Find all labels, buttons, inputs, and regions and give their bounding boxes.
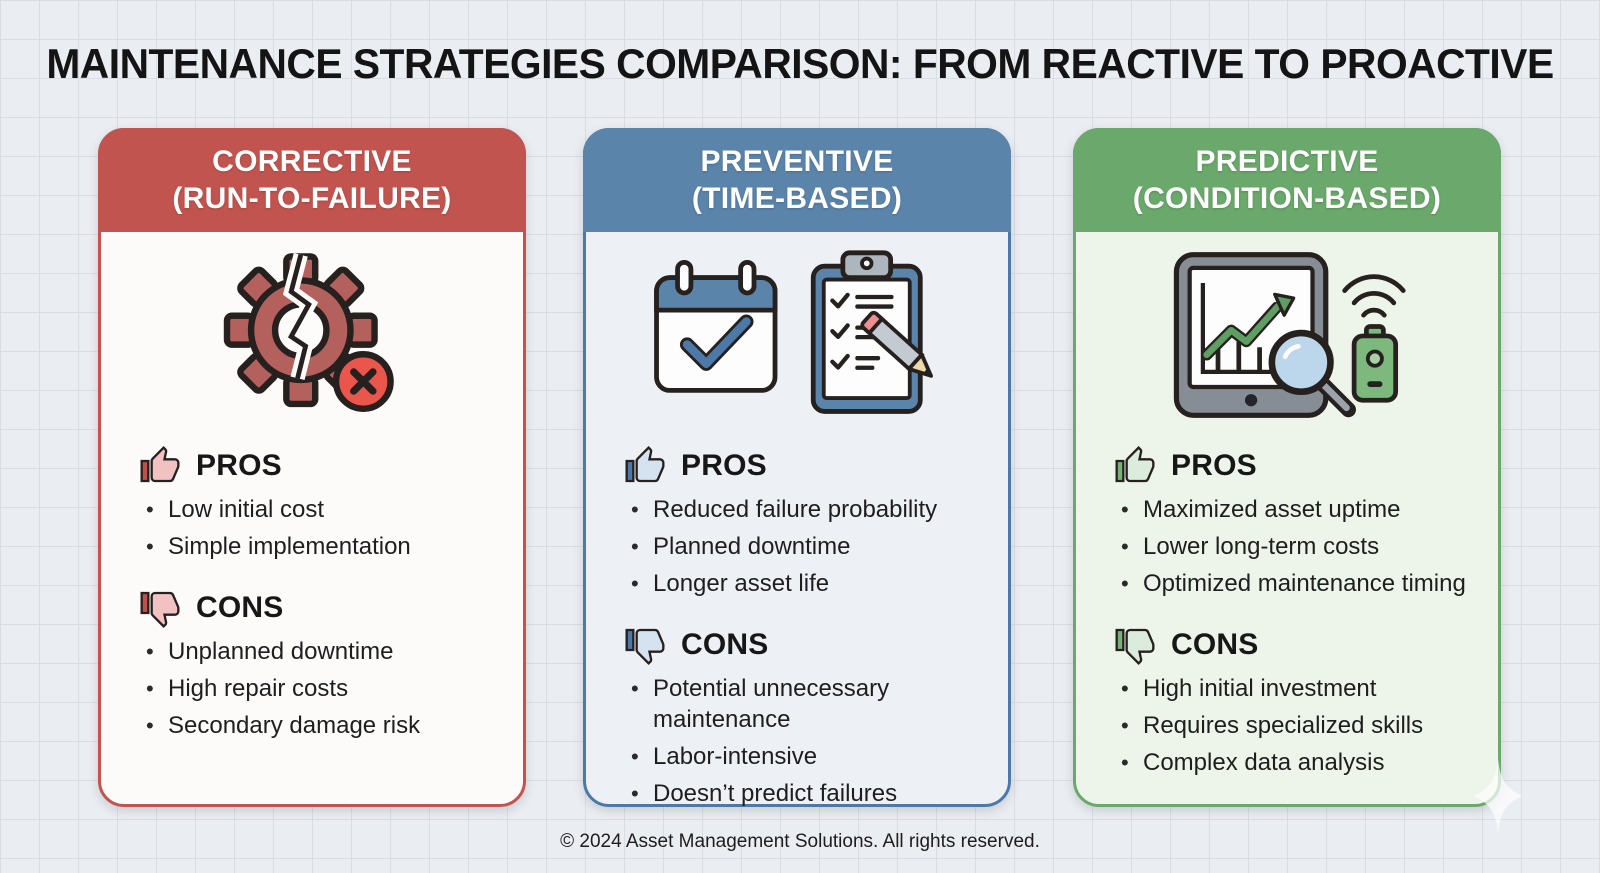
card-title-line1: PREDICTIVE bbox=[1195, 145, 1379, 178]
thumbs-up-icon bbox=[140, 446, 180, 483]
page-title: MAINTENANCE STRATEGIES COMPARISON: FROM … bbox=[46, 40, 1554, 87]
strategy-card-predictive: PREDICTIVE (CONDITION-BASED) bbox=[1073, 128, 1501, 807]
list-item: Labor-intensive bbox=[622, 741, 992, 772]
pros-label: PROS bbox=[681, 449, 767, 482]
strategy-card-preventive: PREVENTIVE (TIME-BASED) bbox=[583, 128, 1011, 809]
cons-label: CONS bbox=[1171, 628, 1259, 661]
list-item: High repair costs bbox=[137, 673, 507, 704]
calendar-checklist-icon bbox=[586, 246, 1008, 424]
sparkle-icon bbox=[1474, 758, 1522, 834]
strategy-card-corrective: CORRECTIVE (RUN-TO-FAILURE) bbox=[98, 128, 526, 807]
thumbs-down-icon bbox=[625, 628, 665, 665]
list-item: Planned downtime bbox=[622, 531, 992, 562]
card-title-line1: PREVENTIVE bbox=[700, 145, 894, 178]
thumbs-up-icon bbox=[625, 446, 665, 483]
cons-list: Unplanned downtime High repair costs Sec… bbox=[137, 636, 507, 741]
pros-label: PROS bbox=[1171, 449, 1257, 482]
list-item: Potential unnecessary maintenance bbox=[622, 673, 992, 735]
cons-section: CONS Potential unnecessary maintenance L… bbox=[586, 625, 1008, 809]
pros-list: Maximized asset uptime Lower long-term c… bbox=[1112, 494, 1482, 599]
broken-gear-icon bbox=[101, 246, 523, 424]
card-header: PREVENTIVE (TIME-BASED) bbox=[583, 128, 1011, 232]
pros-list: Reduced failure probability Planned down… bbox=[622, 494, 992, 599]
list-item: Unplanned downtime bbox=[137, 636, 507, 667]
card-header: CORRECTIVE (RUN-TO-FAILURE) bbox=[98, 128, 526, 232]
card-header: PREDICTIVE (CONDITION-BASED) bbox=[1073, 128, 1501, 232]
pros-label: PROS bbox=[196, 449, 282, 482]
card-title-line1: CORRECTIVE bbox=[212, 145, 412, 178]
pros-list: Low initial cost Simple implementation bbox=[137, 494, 507, 562]
thumbs-down-icon bbox=[140, 591, 180, 628]
pros-section: PROS Low initial cost Simple implementat… bbox=[101, 446, 523, 562]
card-title-line2: (RUN-TO-FAILURE) bbox=[172, 182, 452, 215]
pros-section: PROS Reduced failure probability Planned… bbox=[586, 446, 1008, 599]
footer-copyright: © 2024 Asset Management Solutions. All r… bbox=[560, 831, 1040, 852]
cons-list: Potential unnecessary maintenance Labor-… bbox=[622, 673, 992, 809]
pros-section: PROS Maximized asset uptime Lower long-t… bbox=[1076, 446, 1498, 599]
cons-label: CONS bbox=[196, 591, 284, 624]
list-item: Low initial cost bbox=[137, 494, 507, 525]
list-item: Reduced failure probability bbox=[622, 494, 992, 525]
list-item: Maximized asset uptime bbox=[1112, 494, 1482, 525]
list-item: High initial investment bbox=[1112, 673, 1482, 704]
list-item: Doesn’t predict failures bbox=[622, 778, 992, 809]
list-item: Simple implementation bbox=[137, 531, 507, 562]
card-title-line2: (CONDITION-BASED) bbox=[1132, 182, 1442, 215]
thumbs-up-icon bbox=[1115, 446, 1155, 483]
cons-label: CONS bbox=[681, 628, 769, 661]
list-item: Complex data analysis bbox=[1112, 747, 1482, 778]
list-item: Lower long-term costs bbox=[1112, 531, 1482, 562]
list-item: Secondary damage risk bbox=[137, 710, 507, 741]
tablet-monitoring-icon bbox=[1076, 246, 1498, 424]
list-item: Optimized maintenance timing bbox=[1112, 568, 1482, 599]
list-item: Requires specialized skills bbox=[1112, 710, 1482, 741]
cons-list: High initial investment Requires special… bbox=[1112, 673, 1482, 778]
thumbs-down-icon bbox=[1115, 628, 1155, 665]
cons-section: CONS Unplanned downtime High repair cost… bbox=[101, 588, 523, 741]
cons-section: CONS High initial investment Requires sp… bbox=[1076, 625, 1498, 778]
list-item: Longer asset life bbox=[622, 568, 992, 599]
card-title-line2: (TIME-BASED) bbox=[691, 182, 903, 215]
